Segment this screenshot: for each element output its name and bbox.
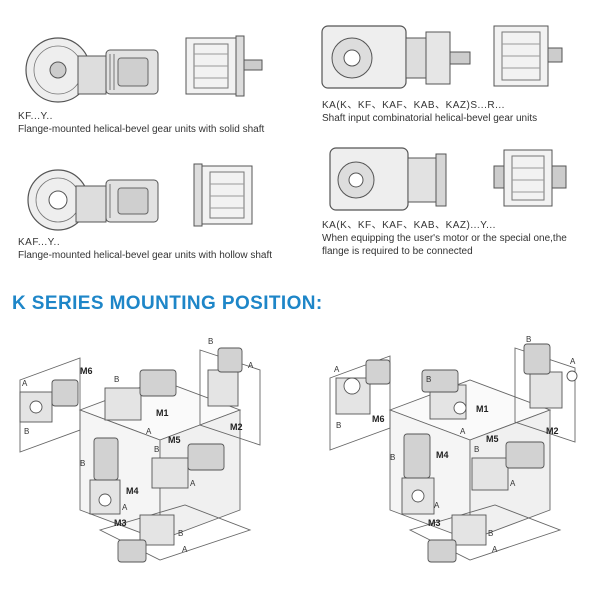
side-label-a: A (248, 361, 254, 370)
variant-description: Flange-mounted helical-bevel gear units … (18, 250, 273, 261)
side-label-a: A (190, 479, 196, 488)
side-label-a: A (570, 357, 576, 366)
side-label-b: B (526, 335, 531, 344)
section-title: K SERIES MOUNTING POSITION: (12, 293, 323, 314)
position-label-m5: M5 (168, 435, 181, 445)
position-label-m5: M5 (486, 434, 499, 444)
side-label-a: A (510, 479, 516, 488)
position-label-m3: M3 (428, 518, 441, 528)
variant-code: KA(K、KF、KAF、KAB、KAZ)...Y... (322, 220, 496, 231)
position-label-m2: M2 (546, 426, 559, 436)
side-label-a: A (334, 365, 340, 374)
variant-description: Flange-mounted helical-bevel gear units … (18, 124, 265, 135)
ka-shaft-input-drawing (318, 18, 580, 98)
side-label-b: B (80, 459, 85, 468)
variant-description: Shaft input combinatorial helical-bevel … (322, 113, 538, 124)
position-label-m2: M2 (230, 422, 243, 432)
side-label-b: B (426, 375, 431, 384)
side-label-b: B (208, 337, 213, 346)
side-label-b: B (24, 427, 29, 436)
mounting-position-diagram-left: M6 M1 M2 M5 M4 M3 A B B A B A B A B A B … (10, 330, 295, 592)
side-label-a: A (182, 545, 188, 554)
side-label-b: B (488, 529, 493, 538)
position-label-m3: M3 (114, 518, 127, 528)
side-label-a: A (146, 427, 152, 436)
position-label-m4: M4 (436, 450, 449, 460)
variant-kf-caption: KF...Y.. Flange-mounted helical-bevel ge… (18, 110, 298, 136)
side-label-a: A (492, 545, 498, 554)
side-label-b: B (178, 529, 183, 538)
position-label-m4: M4 (126, 486, 139, 496)
position-label-m6: M6 (372, 414, 385, 424)
side-label-b: B (336, 421, 341, 430)
side-label-b: B (474, 445, 479, 454)
side-label-a: A (434, 501, 440, 510)
variant-ka-y-caption: KA(K、KF、KAF、KAB、KAZ)...Y... When equippi… (322, 219, 592, 258)
kf-gear-unit-drawing (18, 28, 268, 108)
variant-code: KA(K、KF、KAF、KAB、KAZ)S...R... (322, 100, 505, 111)
variant-ka-s-r-caption: KA(K、KF、KAF、KAB、KAZ)S...R... Shaft input… (322, 99, 592, 125)
variant-kaf-caption: KAF...Y.. Flange-mounted helical-bevel g… (18, 236, 298, 262)
variant-code: KF...Y.. (18, 111, 53, 122)
ka-user-motor-drawing (326, 140, 580, 218)
position-label-m1: M1 (156, 408, 169, 418)
side-label-a: A (122, 503, 128, 512)
side-label-a: A (460, 427, 466, 436)
side-label-b: B (154, 445, 159, 454)
variant-description: When equipping the user's motor or the s… (322, 233, 567, 257)
side-label-b: B (390, 453, 395, 462)
mounting-position-diagram-right: M6 M1 M2 M5 M4 M3 A B B A B A B A B A B … (310, 330, 595, 592)
position-label-m6: M6 (80, 366, 93, 376)
position-label-m1: M1 (476, 404, 489, 414)
side-label-a: A (22, 379, 28, 388)
side-label-b: B (114, 375, 119, 384)
variant-code: KAF...Y.. (18, 237, 61, 248)
kaf-gear-unit-drawing (18, 160, 268, 236)
